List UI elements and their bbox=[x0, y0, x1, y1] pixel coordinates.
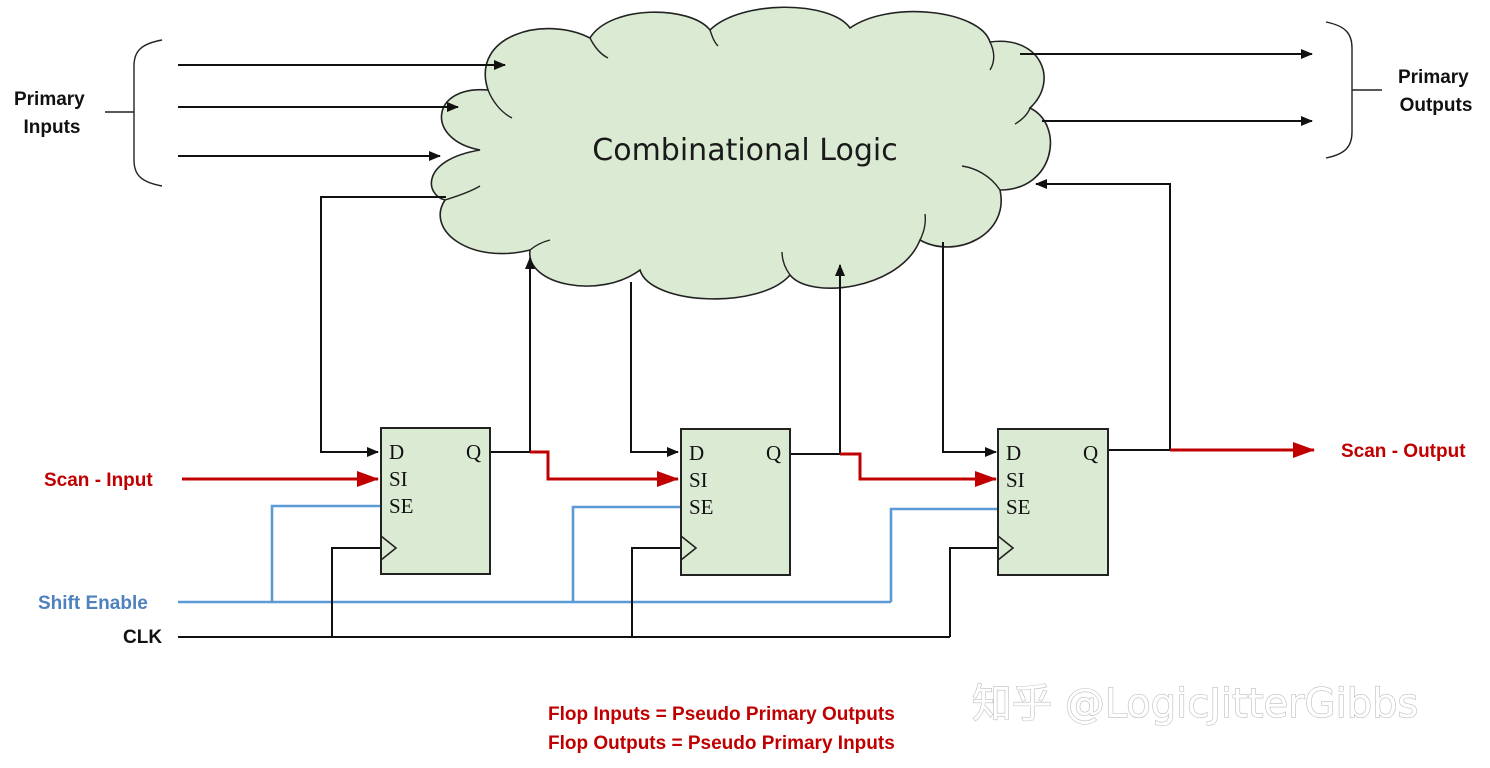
primary-outputs-label-line1: Primary bbox=[1398, 67, 1469, 88]
clk-wire-flop-1 bbox=[331, 547, 381, 637]
shift-enable-label: Shift Enable bbox=[38, 593, 148, 614]
scan-chain-wires bbox=[182, 442, 1315, 487]
scan-wire-2-3 bbox=[840, 452, 997, 487]
shift-enable-wires bbox=[178, 504, 998, 604]
flop-body bbox=[680, 428, 791, 576]
pin-se: SE bbox=[389, 494, 414, 518]
d-input-wires bbox=[320, 196, 997, 457]
primary-inputs-label-line1: Primary bbox=[14, 89, 85, 110]
pin-si: SI bbox=[389, 467, 408, 491]
pin-q: Q bbox=[766, 441, 781, 465]
q-feedback-wires bbox=[525, 179, 1171, 454]
se-wire-flop-1 bbox=[270, 504, 381, 602]
cloud-shape bbox=[430, 6, 1052, 300]
clk-wire-flop-3 bbox=[949, 547, 998, 637]
svg-text:Primary Inputs: Primary Inputs bbox=[14, 89, 90, 138]
d-wire-flop-3 bbox=[942, 242, 997, 457]
note-flop-outputs: Flop Outputs = Pseudo Primary Inputs bbox=[548, 733, 895, 754]
primary-inputs-brace bbox=[133, 39, 163, 187]
pin-d: D bbox=[389, 440, 404, 464]
clock-triangle-icon bbox=[997, 535, 1015, 561]
scan-output-label: Scan - Output bbox=[1341, 441, 1466, 462]
primary-inputs-label-line2: Inputs bbox=[24, 117, 81, 138]
pin-q: Q bbox=[1083, 441, 1098, 465]
svg-text:Primary Outputs: Primary Outputs bbox=[1398, 67, 1474, 116]
primary-inputs-group: Primary Inputs bbox=[14, 39, 506, 187]
q-feedback-flop-3 bbox=[1035, 179, 1171, 450]
pin-si: SI bbox=[689, 468, 708, 492]
pin-d: D bbox=[689, 441, 704, 465]
scan-flop-1: D SI SE Q bbox=[380, 427, 491, 575]
flop-body bbox=[997, 428, 1109, 576]
pin-se: SE bbox=[1006, 495, 1031, 519]
pin-q: Q bbox=[466, 440, 481, 464]
pin-si: SI bbox=[1006, 468, 1025, 492]
se-wire-flop-2 bbox=[571, 505, 681, 602]
se-wire-flop-3 bbox=[889, 507, 998, 602]
note-flop-inputs: Flop Inputs = Pseudo Primary Outputs bbox=[548, 704, 895, 725]
d-wire-flop-1 bbox=[320, 196, 446, 457]
scan-wire-1-2 bbox=[530, 450, 679, 487]
clock-triangle-icon bbox=[680, 535, 698, 561]
scan-input-label: Scan - Input bbox=[44, 470, 153, 491]
pin-se: SE bbox=[689, 495, 714, 519]
clk-wire-flop-2 bbox=[631, 547, 681, 637]
watermark: 知乎 @LogicJitterGibbs bbox=[972, 681, 1418, 727]
d-wire-flop-2 bbox=[630, 282, 679, 457]
combinational-logic-label: Combinational Logic bbox=[592, 133, 897, 168]
flop-body bbox=[380, 427, 491, 575]
clk-label: CLK bbox=[123, 627, 162, 648]
clk-wires bbox=[178, 547, 998, 638]
clock-triangle-icon bbox=[380, 535, 398, 561]
scan-flop-2: D SI SE Q bbox=[680, 428, 791, 576]
scan-flop-3: D SI SE Q bbox=[997, 428, 1109, 576]
primary-outputs-group: Primary Outputs bbox=[1020, 21, 1474, 159]
primary-outputs-brace bbox=[1325, 21, 1353, 159]
primary-outputs-label-line2: Outputs bbox=[1400, 95, 1473, 116]
pin-d: D bbox=[1006, 441, 1021, 465]
combinational-logic-cloud: Combinational Logic bbox=[430, 6, 1052, 300]
